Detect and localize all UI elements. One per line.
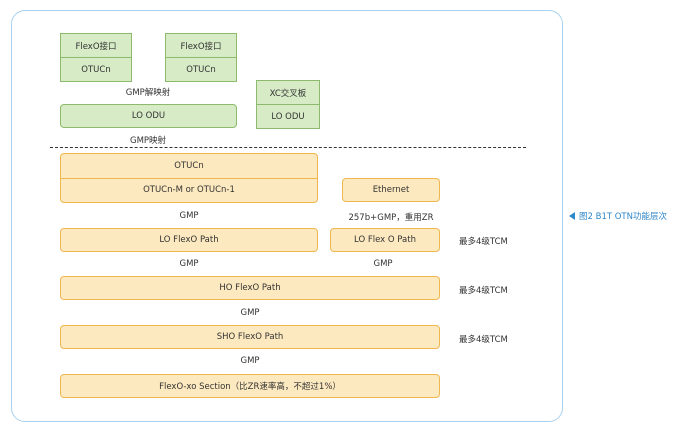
xc-lo-odu-label: LO ODU [271, 111, 305, 122]
gmp-map-label: GMP映射 [129, 136, 167, 146]
flexo-interface-left-label: FlexO接口 [75, 41, 117, 52]
caption-triangle-icon [569, 212, 575, 220]
lo-flex-o-path-box: LO Flex O Path [330, 228, 440, 252]
divider [61, 177, 317, 179]
tcm-label-1: 最多4级TCM [459, 237, 508, 247]
otucn-label: OTUCn [174, 160, 204, 171]
otucn-stack: OTUCn OTUCn-M or OTUCn-1 [60, 153, 318, 203]
gmp-label-2a: GMP [179, 259, 199, 269]
divider [257, 104, 319, 105]
divider [61, 57, 131, 58]
tcm-label-3: 最多4级TCM [459, 335, 508, 345]
ho-flexo-path-box: HO FlexO Path [60, 276, 440, 300]
otucn-m-label: OTUCn-M or OTUCn-1 [143, 185, 235, 196]
caption-text: 图2 B1T OTN功能层次 [579, 212, 667, 222]
gmp-label-1: GMP [179, 211, 199, 221]
xc-label: XC交叉板 [269, 88, 307, 99]
flexo-interface-right-label: FlexO接口 [180, 41, 222, 52]
ethernet-box: Ethernet [342, 178, 440, 202]
gmp-label-2b: GMP [373, 259, 393, 269]
gmp-label-3: GMP [240, 308, 260, 318]
flexo-xo-section-box: FlexO-xo Section（比ZR速率高，不超过1%） [60, 374, 440, 398]
gmp-demap-label: GMP解映射 [125, 88, 171, 98]
zr-reuse-label: 257b+GMP，重用ZR [348, 213, 434, 223]
sho-flexo-path-box: SHO FlexO Path [60, 325, 440, 349]
figure-caption: 图2 B1T OTN功能层次 [569, 210, 667, 222]
otucn-left-label: OTUCn [81, 64, 111, 75]
xc-crossconnect-box: XC交叉板 LO ODU [256, 80, 320, 129]
lo-odu-box: LO ODU [60, 104, 237, 128]
otucn-right-label: OTUCn [186, 64, 216, 75]
flexo-interface-left: FlexO接口 OTUCn [60, 33, 132, 82]
flexo-interface-right: FlexO接口 OTUCn [165, 33, 237, 82]
dashed-separator [50, 147, 526, 148]
lo-flexo-path-box: LO FlexO Path [60, 228, 318, 252]
divider [166, 57, 236, 58]
gmp-label-4: GMP [240, 356, 260, 366]
tcm-label-2: 最多4级TCM [459, 286, 508, 296]
